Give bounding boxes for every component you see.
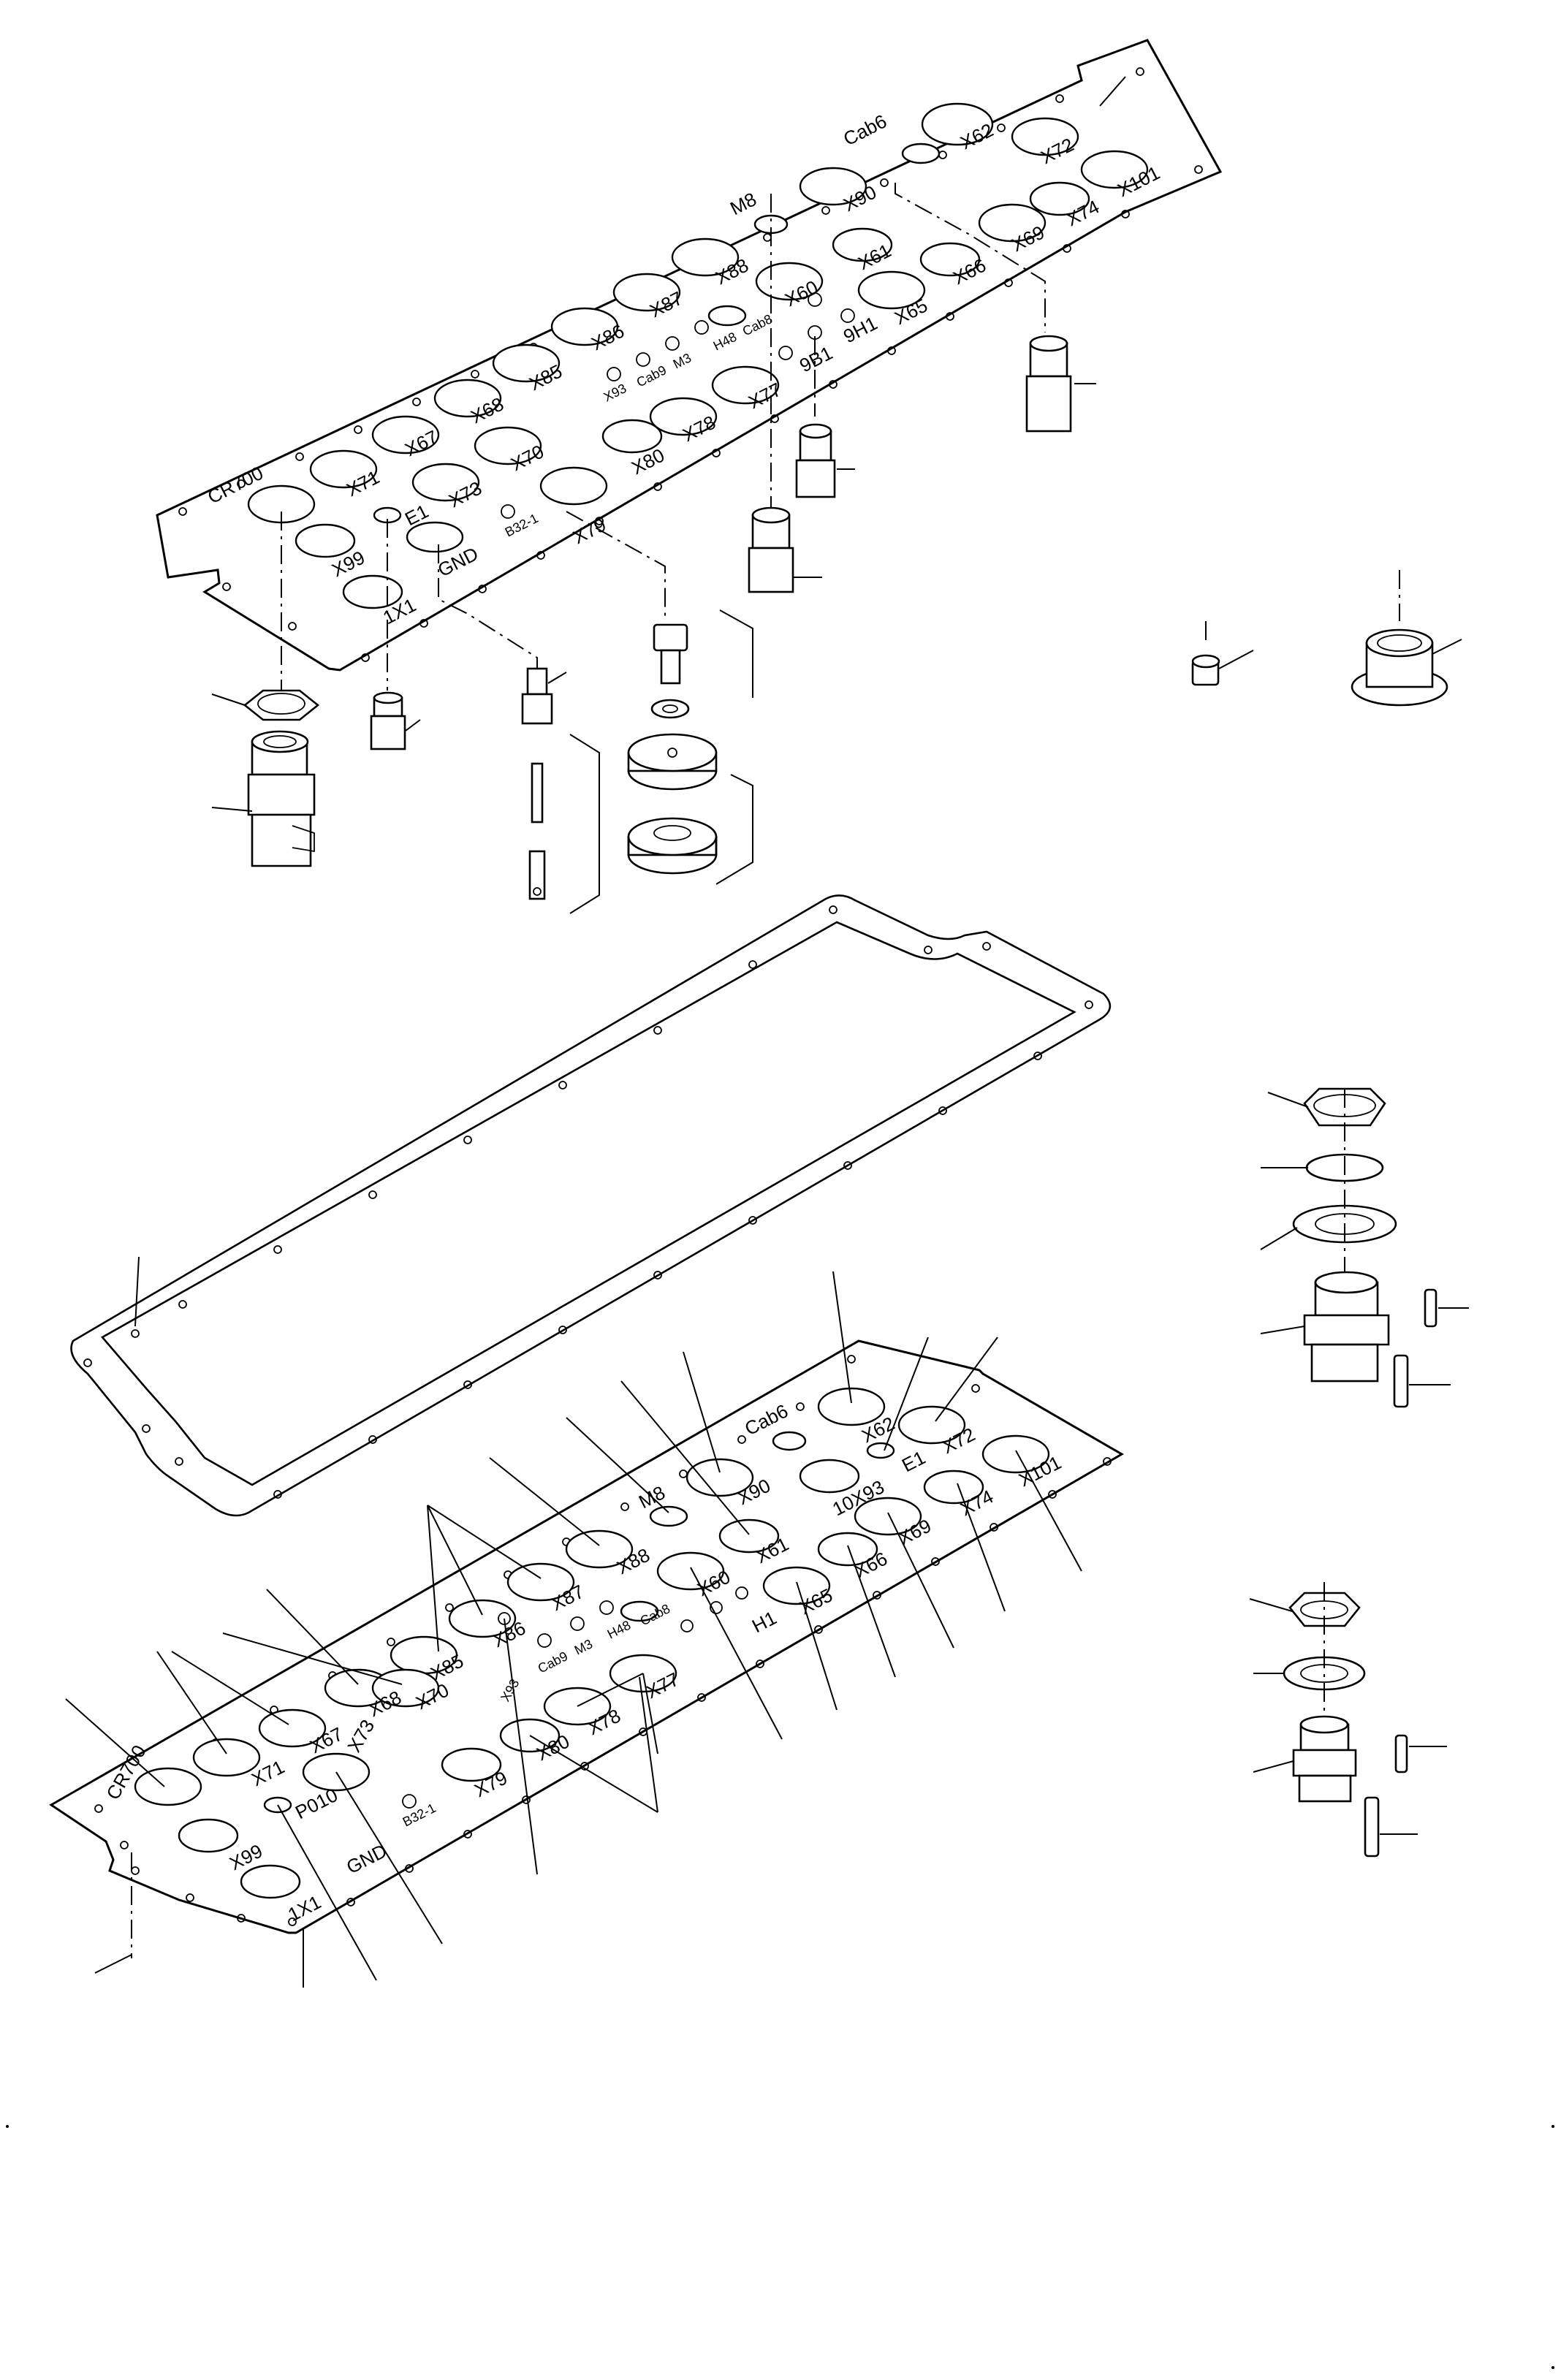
lower-plate: CR700 X71 X67 X68 X85 X86 X87 X88 M8 X90… bbox=[49, 1339, 1124, 1934]
gasket bbox=[70, 894, 1112, 1517]
cable-gland-9b1 bbox=[795, 423, 855, 498]
large-cable-gland bbox=[211, 730, 316, 867]
gasket-bolt-holes bbox=[83, 905, 1093, 1499]
right-gland-assembly-upper bbox=[1260, 1087, 1469, 1408]
label-m8-upper: M8 bbox=[726, 188, 760, 219]
registration-marks bbox=[6, 2125, 1554, 2369]
blanking-plug-large bbox=[1351, 628, 1462, 707]
large-hex-nut bbox=[211, 689, 320, 721]
right-gland-assembly-lower bbox=[1249, 1582, 1447, 1858]
small-cable-gland-left bbox=[370, 691, 421, 750]
upper-plate-cable-holes bbox=[247, 102, 1149, 609]
upper-assembly-axes bbox=[281, 183, 1400, 694]
upper-plate: CR700 X71 X67 X68 X85 X86 X87 X88 M8 X90… bbox=[156, 39, 1223, 672]
label-cab6-upper: Cab6 bbox=[840, 110, 890, 150]
upper-plate-outline bbox=[156, 39, 1223, 672]
cable-gland-x90 bbox=[1025, 335, 1096, 433]
blanking-plug-small bbox=[1191, 650, 1254, 686]
test-plug-assembly bbox=[521, 667, 600, 914]
mounting-bolt-stack bbox=[627, 609, 753, 885]
lower-plate-leader-lines bbox=[65, 1271, 1082, 1988]
lower-plate-cable-holes bbox=[134, 1387, 1050, 1899]
cable-gland-m8 bbox=[748, 506, 822, 593]
